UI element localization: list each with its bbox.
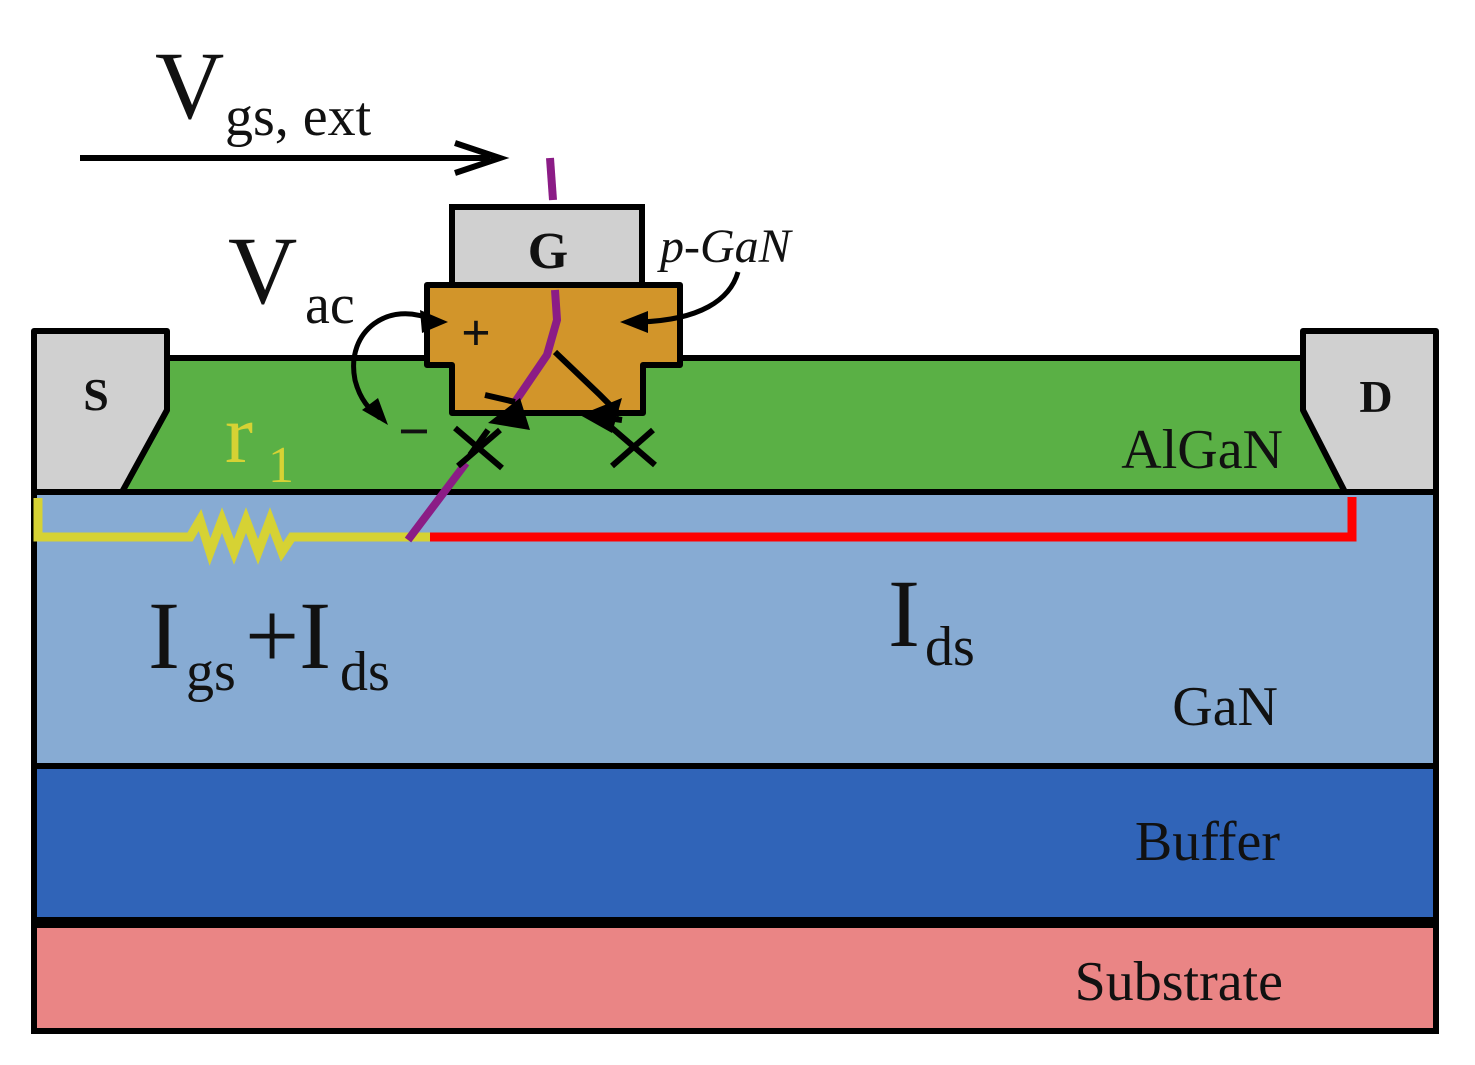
r1-label: r: [225, 388, 253, 481]
igs-subscript: gs: [186, 641, 236, 703]
source-label: S: [83, 369, 109, 420]
vgs-ext-label: V: [155, 32, 224, 139]
buffer-layer: [31, 763, 1439, 923]
drain-label: D: [1359, 371, 1392, 422]
vac-label: V: [228, 217, 297, 324]
buffer-label: Buffer: [1135, 811, 1280, 873]
drain-contact: [1300, 328, 1439, 495]
pgan-region: [424, 282, 683, 416]
algan-label: AlGaN: [1121, 419, 1283, 481]
vac-subscript: ac: [305, 274, 355, 336]
source-contact: [31, 328, 170, 495]
vgs-ext-arrow: [80, 140, 510, 176]
ids-current-path: [430, 497, 1357, 542]
ids-subscript: ds: [925, 616, 975, 678]
ids-label: I: [888, 560, 920, 667]
r1-subscript: 1: [268, 437, 294, 494]
pgan-pointer-arrow: [620, 271, 741, 333]
igs-ids-plus-label: +I: [245, 582, 331, 689]
gate-wire-internal: [511, 289, 562, 405]
igs-ids-label: I: [148, 582, 180, 689]
substrate-layer: [31, 922, 1439, 1034]
right-diode-symbol: [580, 398, 657, 469]
gate-contact: [449, 204, 645, 288]
plus-sign: +: [461, 305, 491, 362]
ids-subscript-left: ds: [340, 641, 390, 703]
r1-resistor-path: [33, 498, 430, 566]
substrate-label: Substrate: [1075, 951, 1283, 1013]
vgs-ext-subscript: gs, ext: [225, 86, 372, 148]
gate-wire-to-channel: [404, 460, 470, 543]
gate-wire: [546, 157, 557, 201]
left-diode-symbol: [453, 392, 530, 471]
minus-sign: −: [398, 401, 430, 463]
gate-label: G: [528, 223, 568, 280]
pgan-label: p-GaN: [657, 220, 794, 273]
gan-label: GaN: [1172, 676, 1278, 738]
vac-curved-arrow: [351, 310, 448, 425]
